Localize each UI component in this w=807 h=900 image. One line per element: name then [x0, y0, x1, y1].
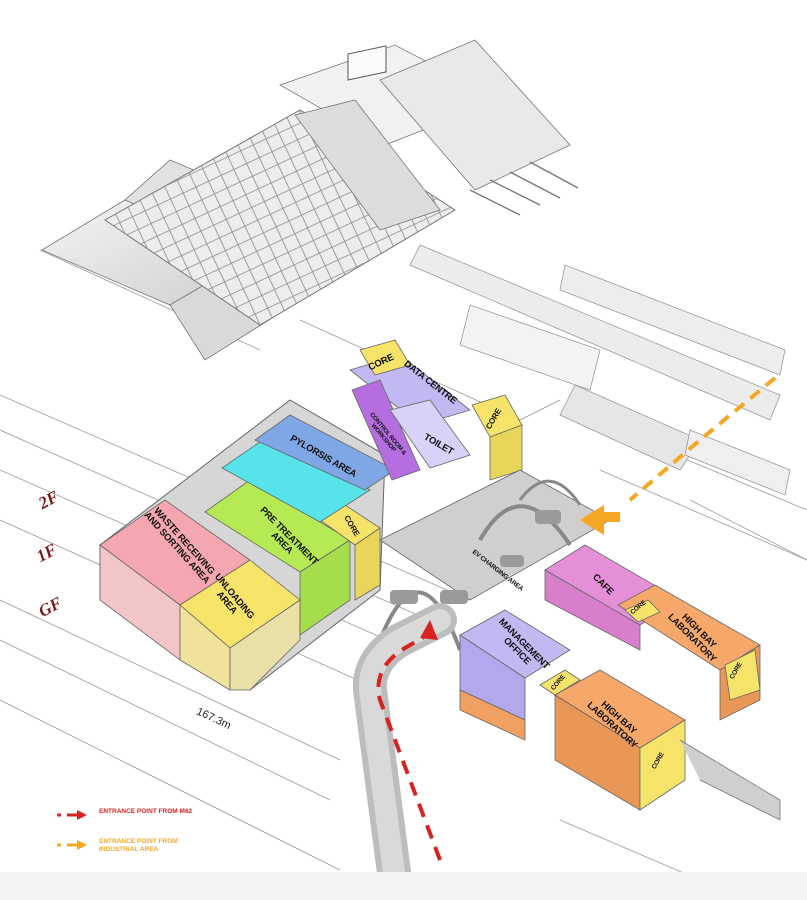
east-wing	[544, 544, 761, 721]
legend-m62: ENTRANCE POINT FROM M62	[55, 808, 209, 822]
route-from-industrial-area	[580, 376, 777, 535]
site-context-lines	[0, 249, 807, 881]
legend-m62-text: ENTRANCE POINT FROM M62	[99, 808, 193, 815]
main-building	[99, 339, 523, 691]
footer-band	[0, 872, 807, 900]
legend-industrial-text: ENTRANCE POINT FROM INDUSTRIAL AREA	[99, 838, 178, 853]
ev-charging-canopy	[378, 469, 611, 651]
legend-industrial: ENTRANCE POINT FROM INDUSTRIAL AREA	[55, 838, 209, 854]
route-from-m62	[376, 620, 442, 861]
upper-roof-window	[347, 45, 387, 81]
south-wing	[459, 609, 781, 821]
exploded-roof	[41, 39, 791, 496]
orange-dashed-arrow-icon	[57, 840, 87, 850]
red-dashed-arrow-icon	[57, 810, 87, 820]
access-road	[352, 603, 457, 897]
